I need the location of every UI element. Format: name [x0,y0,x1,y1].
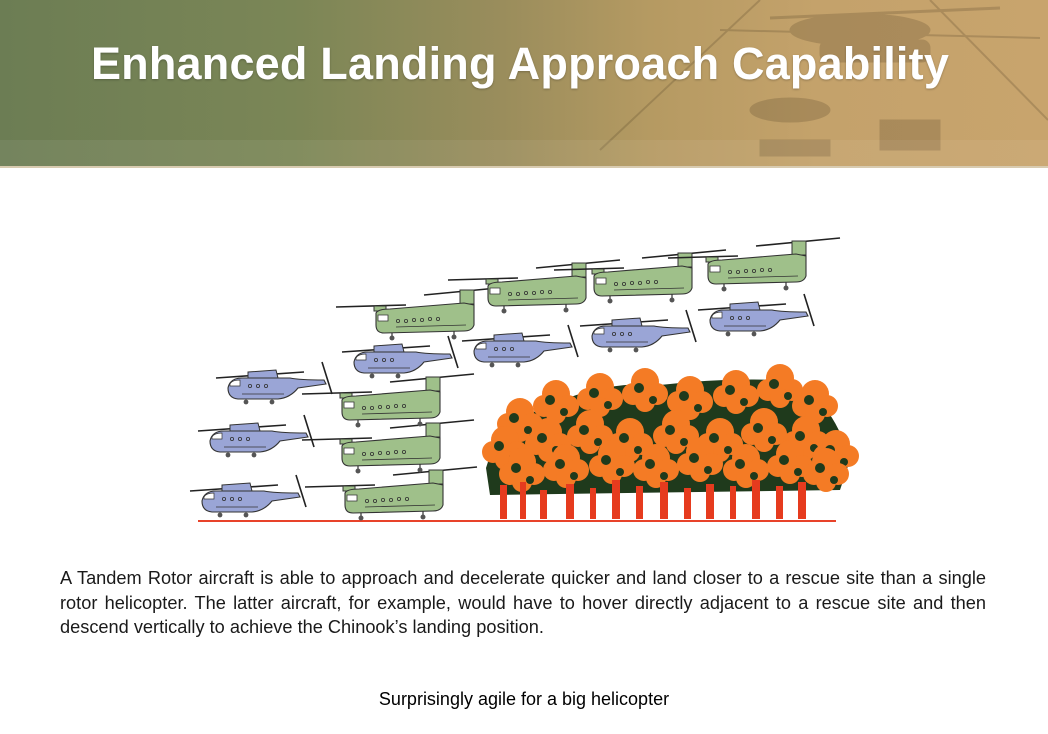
single-rotor-helicopter-icon [462,325,578,367]
landing-approach-diagram [0,168,1048,568]
forest-rescue-site [482,364,859,519]
single-rotor-helicopter-icon [198,415,314,457]
single-rotor-helicopter-icon [216,362,332,404]
chinook-helicopter-icon [302,420,474,474]
title-banner: Enhanced Landing Approach Capability [0,0,1048,166]
single-rotor-helicopter-icon [580,310,696,352]
chinook-helicopter-icon [305,467,477,521]
slide-caption: Surprisingly agile for a big helicopter [0,689,1048,710]
single-rotor-helicopter-icon [698,294,814,336]
slide-title: Enhanced Landing Approach Capability [0,38,1040,90]
single-rotor-helicopter-icon [190,475,306,517]
body-paragraph: A Tandem Rotor aircraft is able to appro… [60,566,986,640]
single-rotor-helicopter-icon [342,336,458,378]
chinook-helicopter-icon [336,287,508,341]
chinook-helicopter-icon [668,238,840,292]
